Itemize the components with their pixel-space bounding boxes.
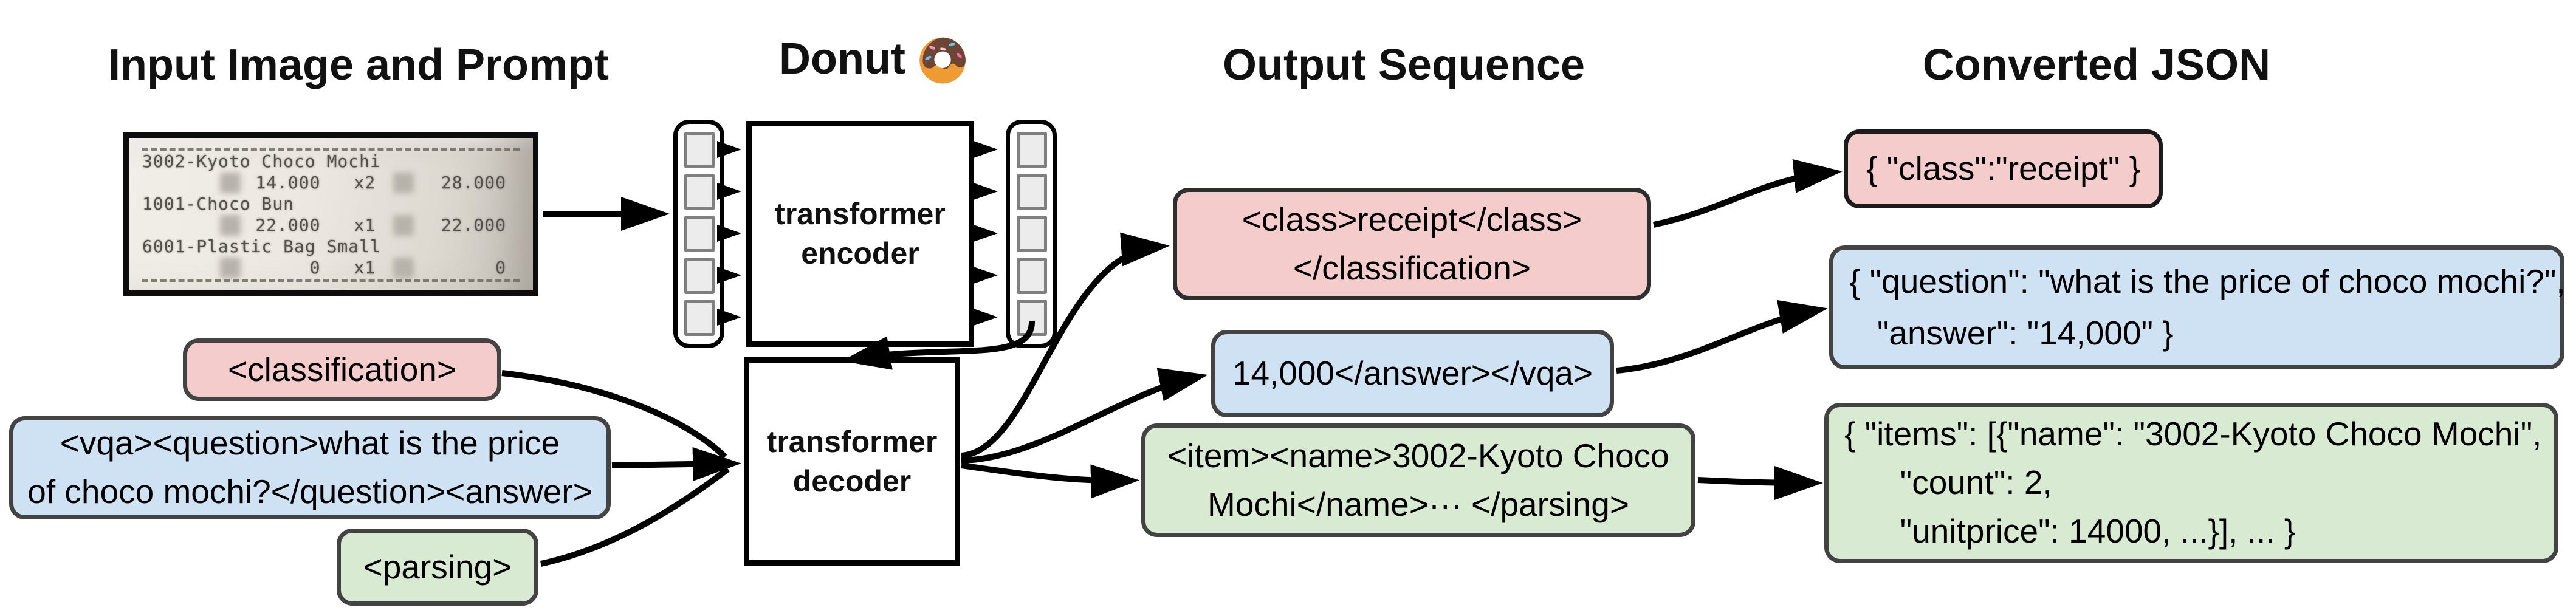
arrows-tokens-to-encoder: [717, 141, 741, 326]
encoder-box: transformer encoder: [746, 121, 974, 347]
column-title-output: Output Sequence: [1222, 41, 1585, 89]
redaction-patch: [220, 257, 241, 278]
decoder-label: transformer decoder: [766, 424, 938, 498]
receipt-dashed-line: [142, 148, 520, 151]
receipt-price: 0: [309, 258, 321, 278]
feature-token-square: [1017, 174, 1047, 210]
json-box-vqa: { "question": "what is the price of choc…: [1829, 245, 2566, 369]
receipt-item-name: 1001-Choco Bun: [142, 194, 295, 214]
receipt-total: 28.000: [441, 173, 506, 193]
receipt-price: 14.000: [255, 173, 321, 193]
json-box-classification: { "class":"receipt" }: [1844, 129, 2163, 208]
redaction-patch: [220, 172, 241, 193]
prompt-box-parsing: <parsing>: [337, 529, 538, 606]
decoder-box: transformer decoder: [744, 357, 960, 566]
feature-token-square: [1017, 300, 1047, 336]
redaction-patch: [220, 214, 241, 236]
feature-token-square: [1017, 132, 1047, 168]
patch-token-square: [684, 216, 715, 252]
arrow-vqa-to-decoder: [611, 447, 741, 481]
column-title-model: Donut: [779, 30, 971, 87]
column-title-input: Input Image and Prompt: [108, 41, 610, 89]
feature-token-square: [1017, 216, 1047, 252]
patch-token-square: [684, 258, 715, 294]
arrow-classification-output-to-json: [1652, 159, 1843, 228]
patch-token-square: [684, 174, 715, 210]
json-box-parsing: { "items": [{"name": "3002-Kyoto Choco M…: [1824, 403, 2558, 563]
receipt-item-numbers: 14.000 x2 28.000: [142, 172, 520, 193]
encoder-label: transformer encoder: [775, 197, 946, 270]
receipt-qty: x1: [354, 215, 376, 236]
output-box-parsing: <item><name>3002-Kyoto Choco Mochi</name…: [1141, 423, 1695, 537]
patch-token-square: [684, 132, 715, 168]
redaction-patch: [393, 214, 414, 236]
receipt-price: 22.000: [255, 215, 321, 236]
model-title-text: Donut: [779, 35, 905, 83]
encoder-input-token-column: [673, 120, 724, 348]
encoder-output-token-column: [1006, 120, 1057, 348]
receipt-qty: x1: [354, 258, 376, 278]
receipt-item-numbers: 0 x1 0: [142, 257, 520, 278]
arrows-encoder-to-tokens: [974, 141, 998, 326]
receipt-item-name: 6001-Plastic Bag Small: [142, 236, 381, 257]
arrow-parsing-output-to-json: [1697, 465, 1823, 500]
column-title-json: Converted JSON: [1922, 41, 2271, 89]
redaction-patch: [393, 172, 414, 193]
redaction-patch: [393, 257, 414, 278]
patch-token-square: [684, 300, 715, 336]
donut-icon: [919, 37, 966, 84]
receipt-image: 3002-Kyoto Choco Mochi 14.000 x2 28.000 …: [123, 132, 538, 296]
arrow-decoder-to-classification-output: [961, 232, 1170, 459]
receipt-dashed-line: [142, 278, 520, 282]
arrow-decoder-to-parsing-output: [961, 462, 1139, 499]
receipt-qty: x2: [354, 173, 376, 193]
feature-token-square: [1017, 258, 1047, 294]
arrow-vqa-output-to-json: [1616, 300, 1828, 374]
prompt-box-classification: <classification>: [183, 338, 501, 401]
receipt-item-name: 3002-Kyoto Choco Mochi: [142, 151, 381, 172]
receipt-item-numbers: 22.000 x1 22.000: [142, 214, 520, 236]
receipt-total: 22.000: [441, 215, 506, 236]
prompt-box-vqa: <vqa><question>what is the price of choc…: [9, 416, 611, 519]
receipt-total: 0: [495, 258, 506, 278]
output-box-vqa: 14,000</answer></vqa>: [1211, 330, 1614, 417]
output-box-classification: <class>receipt</class> </classification>: [1173, 188, 1651, 300]
